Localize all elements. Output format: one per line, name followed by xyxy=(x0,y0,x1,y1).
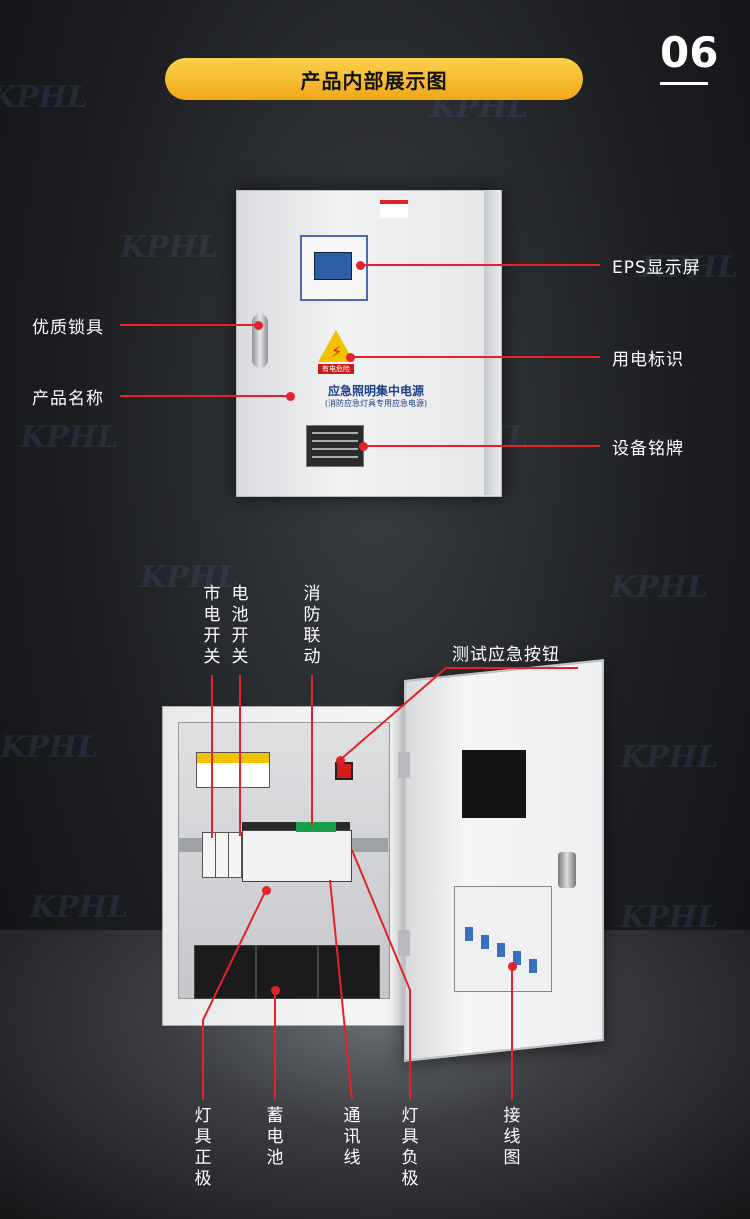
watermark: KPHL xyxy=(140,560,239,595)
callout-dot xyxy=(286,392,295,401)
watermark: KPHL xyxy=(30,890,129,925)
page-number: 06 xyxy=(660,28,719,77)
wiring-diagram-sheet xyxy=(454,886,552,992)
callout-fire-linkage: 消防联动 xyxy=(303,584,321,667)
callout-lock: 优质锁具 xyxy=(32,318,104,338)
callout-dot xyxy=(254,321,263,330)
watermark: KPHL xyxy=(20,420,119,455)
page-number-underline xyxy=(660,82,708,85)
callout-dot xyxy=(356,261,365,270)
callout-comm-line: 通讯线 xyxy=(343,1106,361,1168)
callout-mains-switch: 市电开关 xyxy=(203,584,221,667)
eps-display-frame xyxy=(300,235,368,301)
cabinet-side xyxy=(484,190,500,495)
warning-label: 有电危险 xyxy=(318,364,354,374)
watermark: KPHL xyxy=(0,730,99,765)
door-hinge xyxy=(398,930,410,956)
battery xyxy=(318,945,380,999)
callout-dot xyxy=(359,442,368,451)
section-title: 产品内部展示图 xyxy=(165,58,583,100)
door-lock-box xyxy=(462,750,526,818)
callout-dot xyxy=(508,962,517,971)
callout-battery-switch: 电池开关 xyxy=(231,584,249,667)
watermark: KPHL xyxy=(620,900,719,935)
callout-eps-display: EPS显示屏 xyxy=(612,258,701,278)
callout-test-button: 测试应急按钮 xyxy=(452,645,560,665)
callout-wiring-diagram: 接线图 xyxy=(503,1106,521,1168)
product-name: 应急照明集中电源 xyxy=(327,384,424,398)
callout-electric-mark: 用电标识 xyxy=(612,350,684,370)
callout-product-name: 产品名称 xyxy=(32,389,104,409)
battery xyxy=(256,945,318,999)
watermark: KPHL xyxy=(120,230,219,265)
breaker xyxy=(228,832,242,878)
callout-lamp-negative: 灯具负极 xyxy=(401,1106,419,1189)
battery xyxy=(194,945,256,999)
top-label xyxy=(380,200,408,218)
watermark: KPHL xyxy=(0,80,89,115)
watermark: KPHL xyxy=(620,740,719,775)
callout-lamp-positive: 灯具正极 xyxy=(194,1106,212,1189)
callout-dot xyxy=(336,756,345,765)
product-subtitle: (消防应急灯具专用应急电源) xyxy=(324,399,428,408)
watermark: KPHL xyxy=(640,250,739,285)
fire-linkage-terminal xyxy=(296,822,336,832)
control-module xyxy=(242,830,352,882)
eps-display-screen xyxy=(314,252,352,280)
lightning-icon: ⚡ xyxy=(331,342,343,361)
callout-dot xyxy=(262,886,271,895)
nameplate xyxy=(306,425,364,467)
callout-storage-battery: 蓄电池 xyxy=(266,1106,284,1168)
door-latch xyxy=(558,852,576,888)
callout-dot xyxy=(271,986,280,995)
interior-warning-sticker xyxy=(196,752,270,788)
door-hinge xyxy=(398,752,410,778)
callout-nameplate: 设备铭牌 xyxy=(612,439,684,459)
watermark: KPHL xyxy=(610,570,709,605)
callout-dot xyxy=(346,353,355,362)
